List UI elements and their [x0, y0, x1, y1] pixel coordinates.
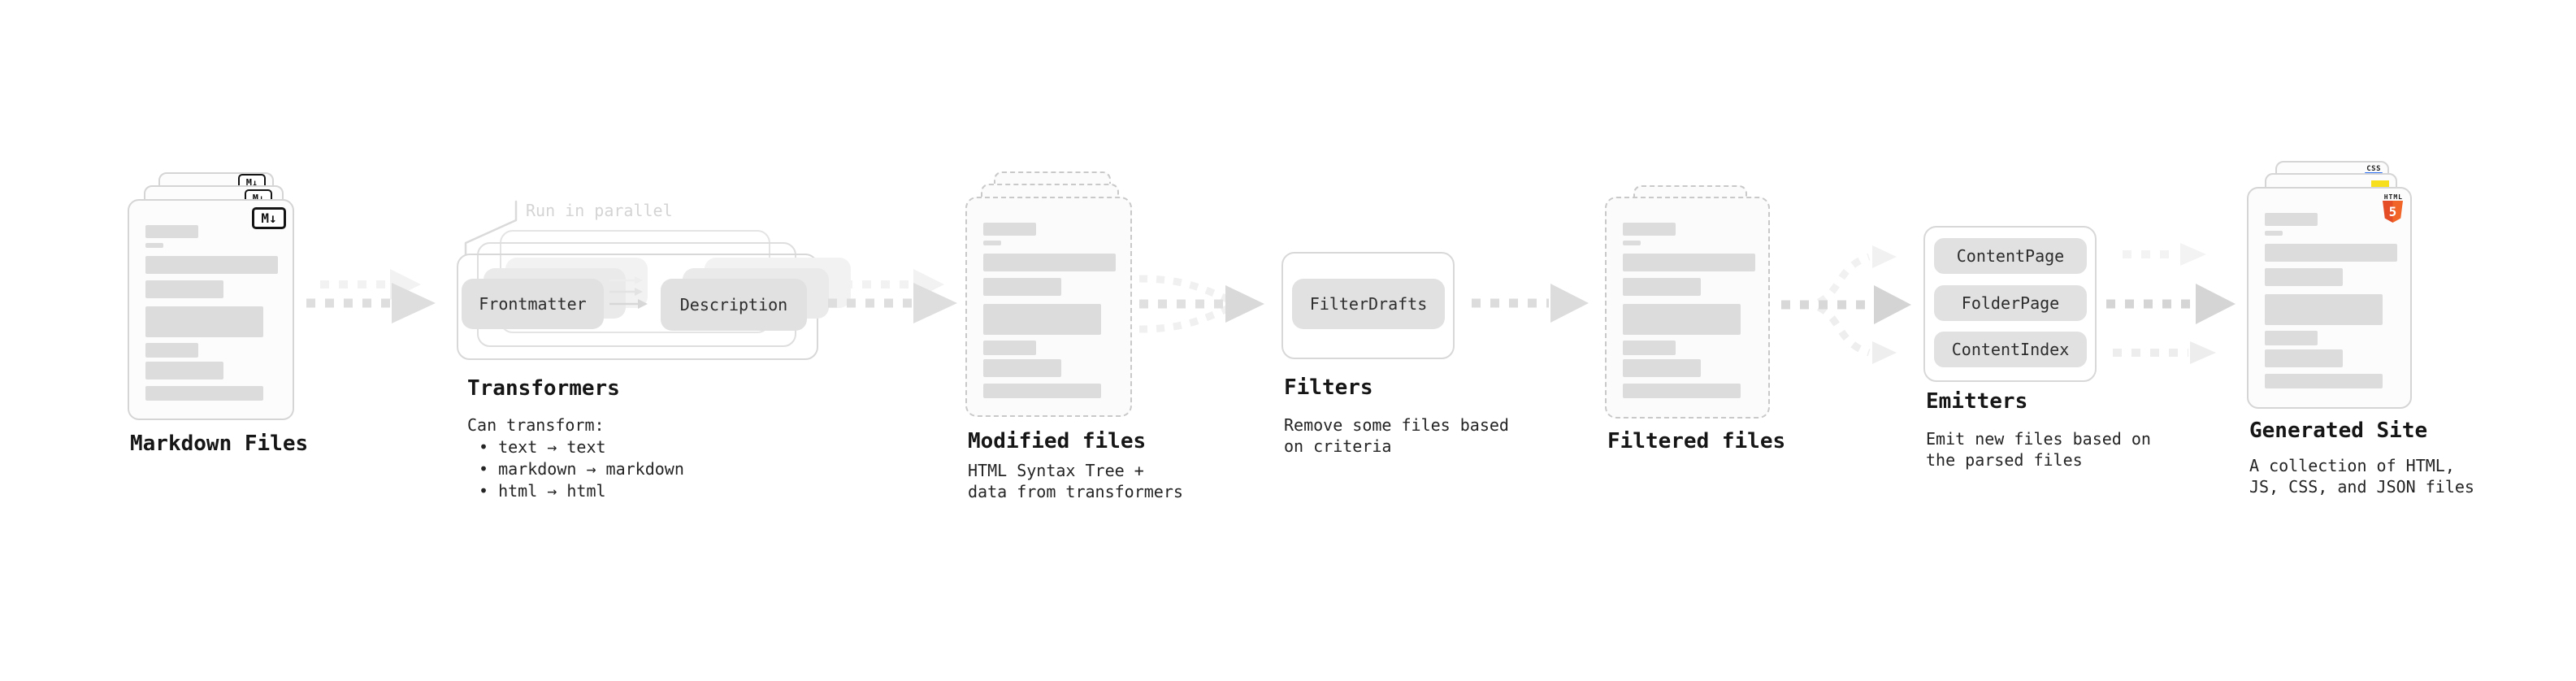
skeleton-line	[1623, 223, 1676, 236]
merge-arrow	[1138, 275, 1264, 333]
generated-site-label: Generated Site	[2249, 419, 2428, 443]
contentindex-pill: ContentIndex	[1934, 332, 2087, 367]
emitters-sublabel: Emit new files based on the parsed files	[1926, 429, 2151, 470]
skeleton-line	[1623, 340, 1676, 355]
markdown-file-card: M↓	[128, 199, 294, 420]
html5-icon: 5	[2383, 201, 2403, 223]
folderpage-pill: FolderPage	[1934, 285, 2087, 321]
html5-icon-word: HTML	[2383, 193, 2403, 201]
skeleton-line	[1623, 278, 1701, 296]
skeleton-line	[145, 362, 223, 380]
run-in-parallel-annotation: Run in parallel	[526, 201, 673, 220]
skeleton-line	[145, 225, 198, 238]
skeleton-line	[983, 254, 1116, 271]
skeleton-line	[145, 386, 263, 401]
skeleton-line	[983, 241, 1001, 245]
skeleton-line	[1623, 304, 1741, 335]
skeleton-line	[145, 243, 163, 248]
dashed-arrow	[828, 283, 957, 323]
modified-files-label: Modified files	[968, 429, 1147, 453]
pill-connector-arrows	[609, 276, 648, 309]
annotation-leader-line	[464, 200, 518, 256]
markdown-files-label: Markdown Files	[130, 432, 309, 456]
transformers-title: Transformers	[467, 376, 620, 401]
bullet-item: • html → html	[479, 481, 606, 501]
dashed-arrow	[1472, 284, 1589, 323]
emitters-title: Emitters	[1926, 389, 2028, 414]
can-transform-heading: Can transform:	[467, 415, 605, 435]
skeleton-line	[145, 280, 223, 298]
skeleton-line	[2265, 294, 2383, 325]
skeleton-line	[1623, 359, 1701, 377]
emitters-frame	[1923, 226, 2097, 382]
skeleton-line	[983, 304, 1101, 335]
bullet-item: • markdown → markdown	[479, 459, 684, 479]
contentpage-pill: ContentPage	[1934, 238, 2087, 274]
dashed-arrow	[306, 283, 436, 323]
split-arrow	[1781, 245, 1911, 364]
filtered-file-card	[1605, 197, 1770, 419]
modified-file-card	[965, 197, 1132, 417]
filterdrafts-pill: FilterDrafts	[1292, 279, 1445, 329]
skeleton-line	[983, 384, 1101, 398]
generated-site-sublabel: A collection of HTML, JS, CSS, and JSON …	[2249, 456, 2474, 497]
css-icon: CSS	[2366, 165, 2381, 173]
skeleton-line	[2265, 331, 2318, 345]
frontmatter-pill: Frontmatter	[462, 279, 604, 329]
skeleton-line	[2265, 231, 2283, 236]
skeleton-line	[983, 223, 1036, 236]
skeleton-line	[1623, 254, 1755, 271]
filters-frame	[1281, 252, 1455, 359]
skeleton-line	[1623, 241, 1641, 245]
skeleton-line	[2265, 244, 2397, 262]
filters-title: Filters	[1284, 375, 1373, 400]
description-pill: Description	[661, 279, 807, 331]
transformers-description: Can transform: • text → text • markdown …	[467, 414, 684, 502]
bullet-item: • text → text	[479, 437, 606, 457]
skeleton-line	[1623, 384, 1741, 398]
skeleton-line	[145, 256, 278, 274]
modified-files-sublabel: HTML Syntax Tree + data from transformer…	[968, 461, 1183, 501]
parallel-arrows	[2106, 243, 2236, 364]
generated-file-card-html: HTML 5	[2247, 187, 2412, 409]
skeleton-line	[983, 278, 1061, 296]
skeleton-line	[983, 359, 1061, 377]
skeleton-line	[2265, 349, 2343, 367]
skeleton-line	[983, 340, 1036, 355]
skeleton-line	[145, 343, 198, 358]
skeleton-line	[2265, 213, 2318, 226]
skeleton-line	[2265, 374, 2383, 388]
filters-sublabel: Remove some files based on criteria	[1284, 415, 1509, 456]
markdown-icon: M↓	[252, 207, 286, 229]
filtered-files-label: Filtered files	[1607, 429, 1786, 453]
skeleton-line	[145, 306, 263, 337]
skeleton-line	[2265, 268, 2343, 286]
